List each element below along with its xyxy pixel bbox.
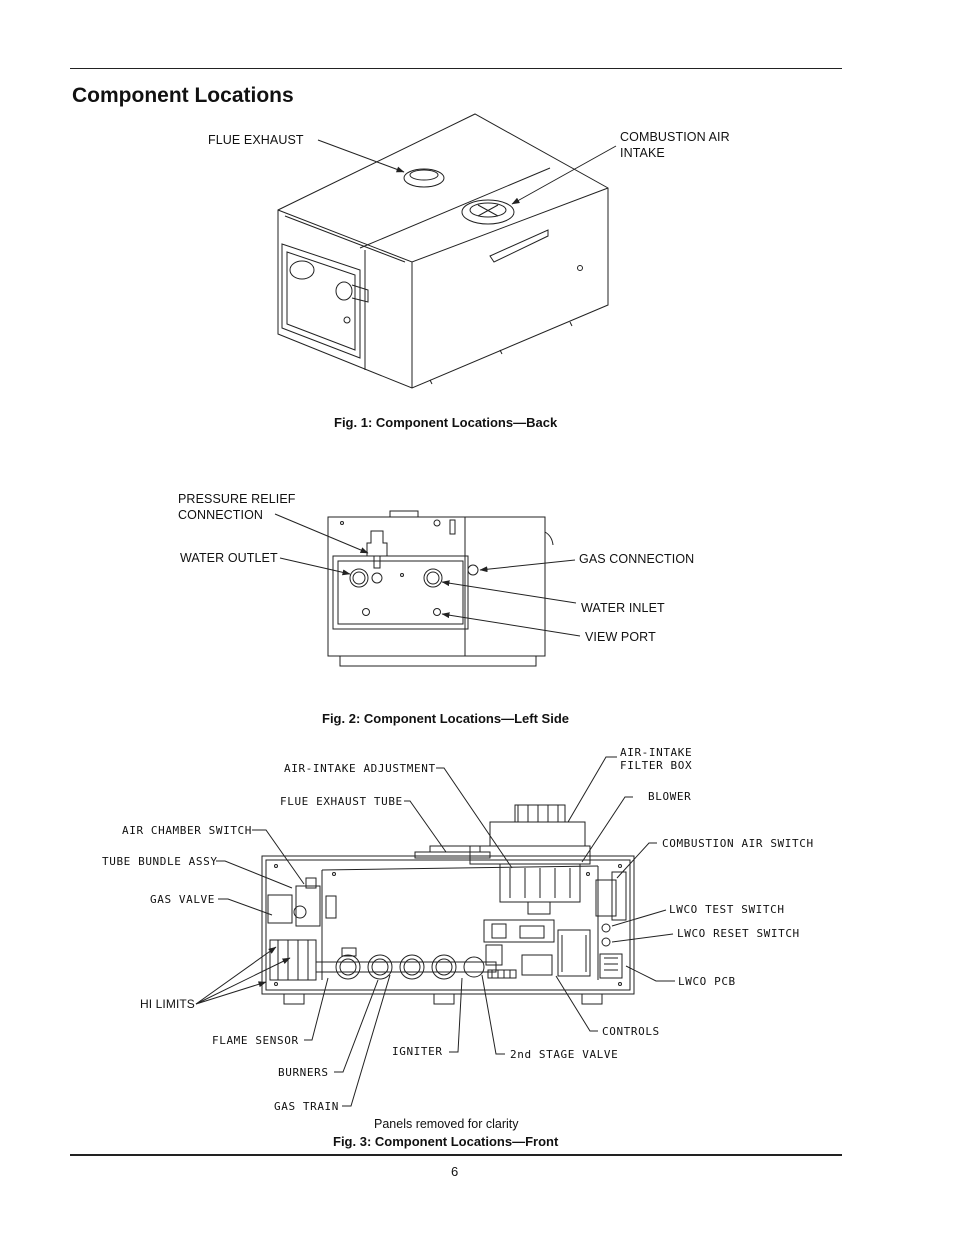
- view-port: [434, 609, 441, 616]
- leader-burners: [334, 980, 378, 1072]
- label-lwco-pcb: LWCO PCB: [678, 975, 736, 988]
- label-lwco-test-switch: LWCO TEST SWITCH: [669, 903, 785, 916]
- leader-hi-limits-c: [196, 981, 267, 1004]
- leader-air-intake-filter-box: [568, 757, 617, 822]
- lwco-test-switch-knob: [602, 924, 610, 932]
- leader-lwco-reset-switch: [612, 934, 673, 942]
- label-combustion-air-switch: COMBUSTION AIR SWITCH: [662, 837, 814, 850]
- pressure-relief-valve: [367, 531, 387, 556]
- boiler-front-view: [262, 805, 634, 1004]
- label-tube-bundle-assy: TUBE BUNDLE ASSY: [102, 855, 218, 868]
- boiler-back-view: [278, 114, 608, 388]
- fig3-caption: Fig. 3: Component Locations—Front: [333, 1134, 559, 1149]
- label-burners: BURNERS: [278, 1066, 329, 1079]
- fig2-caption: Fig. 2: Component Locations—Left Side: [322, 711, 569, 726]
- leader-combustion-air-switch: [617, 843, 657, 878]
- water-outlet-port: [350, 569, 368, 587]
- leader-blower: [582, 797, 633, 862]
- tube-bundle: [270, 940, 316, 980]
- flue-exhaust-tube: [415, 852, 490, 858]
- label-controls: CONTROLS: [602, 1025, 660, 1038]
- footer-rule: [70, 1154, 842, 1156]
- controls-panel: [484, 920, 590, 978]
- label-gas-valve: GAS VALVE: [150, 893, 216, 906]
- label-air-chamber-switch: AIR CHAMBER SWITCH: [122, 824, 253, 837]
- leader-combustion-intake: [511, 146, 616, 204]
- leader-controls: [556, 976, 598, 1031]
- fig1-caption: Fig. 1: Component Locations—Back: [334, 415, 558, 430]
- burners-row: [336, 955, 484, 979]
- label-flue-exhaust-tube: FLUE EXHAUST TUBE: [280, 795, 403, 808]
- gas-valve-body: [268, 895, 292, 923]
- label-lwco-reset-switch: LWCO RESET SWITCH: [677, 927, 800, 940]
- side-knockout-large: [290, 261, 314, 279]
- label-gas-connection: GAS CONNECTION: [579, 552, 695, 566]
- label-combustion-air-intake: COMBUSTION AIR INTAKE: [620, 130, 730, 160]
- label-igniter: IGNITER: [392, 1045, 443, 1058]
- label-blower: BLOWER: [648, 790, 692, 803]
- leader-gas-connection: [479, 560, 575, 573]
- lwco-reset-switch-knob: [602, 938, 610, 946]
- leader-hi-limits-b: [196, 958, 291, 1004]
- label-water-outlet: WATER OUTLET: [180, 551, 278, 565]
- label-gas-train: GAS TRAIN: [274, 1100, 340, 1113]
- page-number: 6: [451, 1164, 459, 1179]
- leader-igniter: [449, 978, 462, 1052]
- leader-view-port: [441, 612, 580, 636]
- leader-lwco-pcb: [626, 966, 675, 981]
- label-water-inlet: WATER INLET: [581, 601, 665, 615]
- blower-assembly: [470, 805, 590, 914]
- label-hi-limits: HI LIMITS: [140, 997, 195, 1011]
- page-title: Component Locations: [72, 84, 294, 107]
- boiler-left-side-view: [328, 511, 553, 666]
- leader-lwco-test-switch: [612, 910, 666, 926]
- label-2nd-stage-valve: 2nd STAGE VALVE: [510, 1048, 619, 1061]
- label-view-port: VIEW PORT: [585, 630, 656, 644]
- label-flame-sensor: FLAME SENSOR: [212, 1034, 299, 1047]
- gas-connection-port: [468, 565, 478, 575]
- leader-flue-exhaust: [318, 140, 405, 172]
- lwco-pcb-board: [600, 954, 622, 978]
- leader-air-intake-adjustment: [436, 768, 512, 868]
- leader-flue-exhaust-tube: [404, 801, 446, 852]
- label-pressure-relief: PRESSURE RELIEF CONNECTION: [178, 492, 296, 522]
- label-flue-exhaust: FLUE EXHAUST: [208, 133, 304, 147]
- leader-flame-sensor: [304, 978, 328, 1040]
- leader-gas-train: [342, 975, 390, 1106]
- side-knockout-right: [336, 282, 352, 300]
- fig3-note: Panels removed for clarity: [374, 1117, 519, 1131]
- leader-water-outlet: [280, 558, 351, 576]
- leader-air-chamber-switch: [252, 830, 304, 884]
- leader-tube-bundle-assy: [216, 861, 292, 888]
- leader-water-inlet: [441, 580, 576, 603]
- combustion-air-intake-port: [462, 200, 514, 224]
- leader-pressure-relief: [275, 514, 369, 553]
- label-air-intake-adjustment: AIR-INTAKE ADJUSTMENT: [284, 762, 436, 775]
- label-air-intake-filter-box: AIR-INTAKE FILTER BOX: [620, 746, 693, 772]
- leader-2nd-stage-valve: [482, 975, 505, 1054]
- leader-hi-limits-a: [196, 947, 277, 1004]
- water-inlet-port: [424, 569, 442, 587]
- leader-gas-valve: [218, 899, 272, 915]
- header-rule: [70, 68, 842, 69]
- flue-exhaust-outlet: [404, 169, 444, 187]
